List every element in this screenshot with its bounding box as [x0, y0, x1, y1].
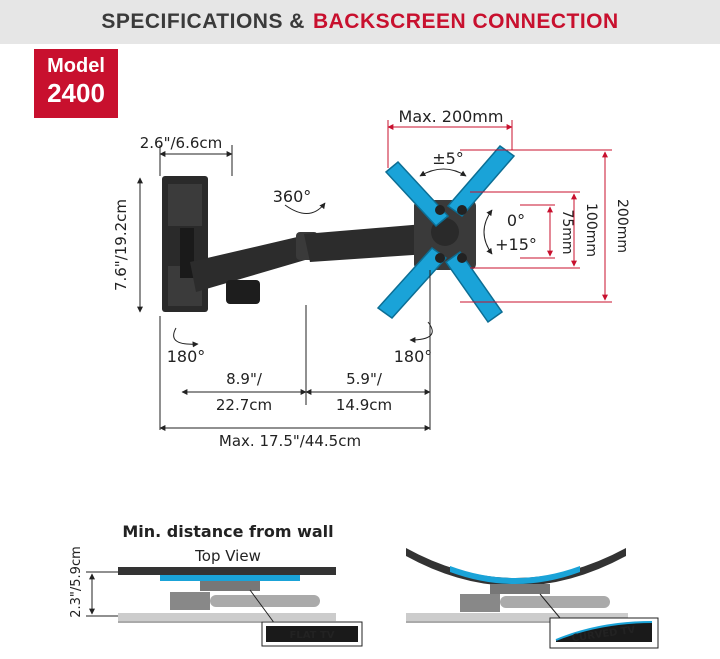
- arm-second: [304, 224, 428, 262]
- wall-plate-width-label: 2.6"/6.6cm: [140, 134, 223, 152]
- rotation-label: ±5°: [432, 149, 464, 168]
- vesa-100-label: 100mm: [583, 203, 599, 257]
- swivel-left-label: 180°: [167, 347, 206, 366]
- flat-tv-label: FLAT TV: [289, 630, 334, 641]
- model-badge: Model 2400: [34, 49, 118, 118]
- arm1-cm-label: 22.7cm: [216, 396, 272, 414]
- swivel-360-label: 360°: [273, 187, 312, 206]
- vesa-max-width-label: Max. 200mm: [399, 107, 504, 126]
- vesa-75-label: 75mm: [559, 209, 575, 254]
- wall-distance-title: Min. distance from wall: [122, 522, 333, 541]
- vesa-brackets: [376, 144, 516, 324]
- model-number: 2400: [47, 78, 105, 108]
- max-extension-label: Max. 17.5"/44.5cm: [219, 432, 361, 450]
- vesa-200-label: 200mm: [614, 199, 630, 253]
- flat-tv-topview: [118, 567, 363, 647]
- header-title-red: BACKSCREEN CONNECTION: [312, 10, 619, 33]
- header-title-dark: SPECIFICATIONS &: [101, 10, 305, 33]
- wall-plate-height-label: 7.6"/19.2cm: [112, 199, 130, 291]
- arm-first: [190, 234, 312, 292]
- arm1-inch-label: 8.9"/: [226, 370, 263, 388]
- wall-distance-subtitle: Top View: [194, 547, 261, 565]
- arm2-cm-label: 14.9cm: [336, 396, 392, 414]
- mount-illustration: [162, 144, 516, 324]
- model-label: Model: [47, 55, 105, 77]
- curved-tv-topview: [406, 548, 659, 649]
- wall-distance-depth-label: 2.3"/5.9cm: [69, 546, 84, 618]
- page-header: SPECIFICATIONS & BACKSCREEN CONNECTION: [0, 0, 720, 44]
- tilt-up-label: 0°: [507, 211, 525, 230]
- mount-diagram: Max. 200mm ±5° 360° 2.6"/6.6cm 7.6"/19.2…: [69, 107, 659, 649]
- arm2-inch-label: 5.9"/: [346, 370, 383, 388]
- tilt-down-label: +15°: [495, 235, 537, 254]
- swivel-right-label: 180°: [394, 347, 433, 366]
